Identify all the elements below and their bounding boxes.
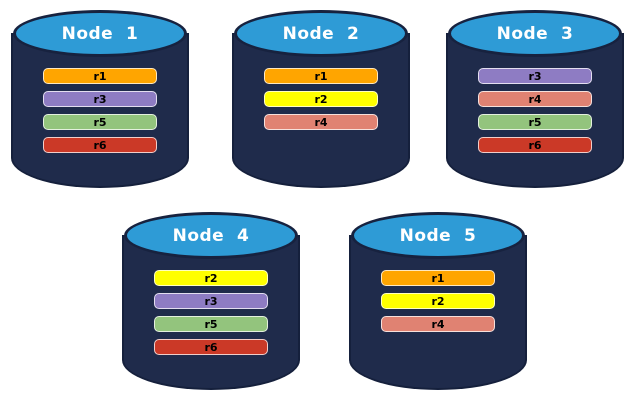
node-cylinder-body [446,33,624,188]
replica-label: r4 [528,92,542,106]
replica-label: r6 [528,138,542,152]
replica-label: r3 [204,294,218,308]
replica-label: r5 [528,115,542,129]
replica-bar-r2: r2 [154,270,268,286]
replica-label: r1 [431,271,445,285]
replica-bar-r4: r4 [264,114,378,130]
replica-label: r2 [204,271,218,285]
node-cylinder-3: Node 3 r3 r4 r5 r6 [446,10,624,188]
replica-list: r1 r2 r4 [381,270,495,332]
replica-label: r5 [93,115,107,129]
node-cylinder-4: Node 4 r2 r3 r5 r6 [122,212,300,390]
node-cylinder-body [349,235,527,390]
replica-bar-r5: r5 [43,114,157,130]
node-title: Node 5 [399,225,477,246]
node-cylinder-body [232,33,410,188]
replica-bar-r4: r4 [478,91,592,107]
replica-list: r2 r3 r5 r6 [154,270,268,355]
node-header-ellipse: Node 3 [448,10,622,57]
replica-list: r3 r4 r5 r6 [478,68,592,153]
replica-label: r6 [93,138,107,152]
node-cylinder-5: Node 5 r1 r2 r4 [349,212,527,390]
replica-list: r1 r2 r4 [264,68,378,130]
replica-bar-r4: r4 [381,316,495,332]
replica-label: r6 [204,340,218,354]
replica-label: r4 [431,317,445,331]
replica-label: r3 [528,69,542,83]
replica-label: r4 [314,115,328,129]
replica-bar-r6: r6 [43,137,157,153]
replica-label: r3 [93,92,107,106]
node-header-ellipse: Node 1 [13,10,187,57]
replica-label: r1 [314,69,328,83]
replica-label: r1 [93,69,107,83]
node-cylinder-2: Node 2 r1 r2 r4 [232,10,410,188]
node-header-ellipse: Node 4 [124,212,298,259]
node-header-ellipse: Node 5 [351,212,525,259]
replica-bar-r5: r5 [478,114,592,130]
replica-bar-r1: r1 [264,68,378,84]
replica-label: r2 [431,294,445,308]
replica-bar-r5: r5 [154,316,268,332]
node-title: Node 2 [282,23,360,44]
node-cylinder-1: Node 1 r1 r3 r5 r6 [11,10,189,188]
node-header-ellipse: Node 2 [234,10,408,57]
replica-bar-r6: r6 [478,137,592,153]
replica-bar-r1: r1 [381,270,495,286]
node-title: Node 1 [61,23,139,44]
node-title: Node 3 [496,23,574,44]
replica-list: r1 r3 r5 r6 [43,68,157,153]
replica-bar-r2: r2 [264,91,378,107]
replica-bar-r3: r3 [478,68,592,84]
replica-bar-r1: r1 [43,68,157,84]
replica-bar-r3: r3 [154,293,268,309]
replica-bar-r3: r3 [43,91,157,107]
replica-label: r2 [314,92,328,106]
node-title: Node 4 [172,225,250,246]
node-cylinder-body [122,235,300,390]
replica-bar-r2: r2 [381,293,495,309]
replica-label: r5 [204,317,218,331]
node-cylinder-body [11,33,189,188]
replica-bar-r6: r6 [154,339,268,355]
